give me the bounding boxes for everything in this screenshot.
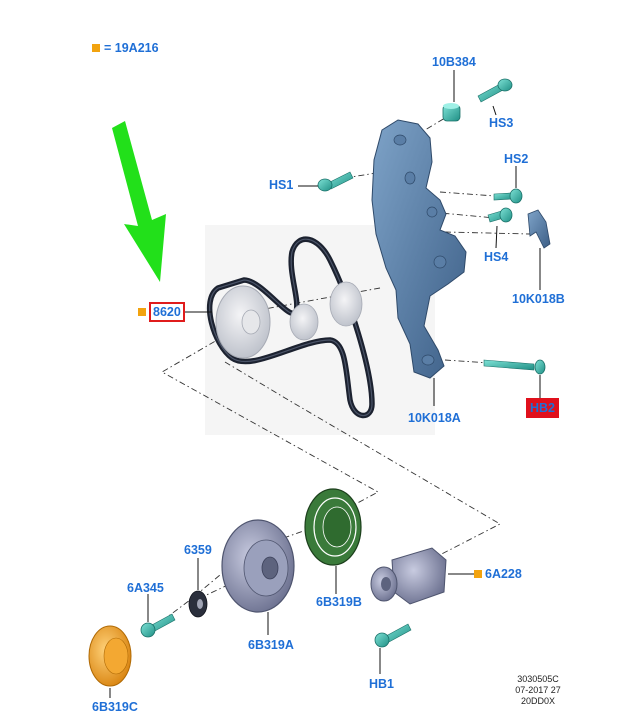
pulley-6b319a-icon — [221, 519, 295, 613]
label-6a228: 6A228 — [485, 567, 522, 581]
label-hb2: HB2 — [526, 398, 560, 418]
bolt-hs2-icon — [493, 188, 523, 204]
label-6359: 6359 — [184, 543, 212, 557]
pulley-6b319c-icon — [88, 625, 132, 687]
bolt-6a345-icon — [140, 613, 176, 638]
marker-8620 — [138, 308, 146, 316]
bolt-hs1-icon — [317, 171, 354, 192]
bolt-hs4-icon — [487, 207, 513, 223]
seal-6b319b-icon — [304, 488, 362, 566]
bolt-hs3-icon — [477, 78, 513, 103]
washer-6359-icon — [188, 590, 208, 618]
clip-10k018b-icon — [527, 209, 551, 249]
label-8620: 8620 — [149, 302, 185, 322]
reference-line-2: 07-2017 27 — [515, 685, 561, 695]
label-hs1: HS1 — [269, 178, 294, 192]
legend: = 19A216 — [92, 41, 159, 55]
reference-code: 3030505C 07-2017 27 20DD0X — [508, 674, 568, 707]
green-arrow-icon — [112, 121, 166, 282]
ghost-pulleys — [215, 281, 363, 359]
label-6b319b: 6B319B — [316, 595, 362, 609]
label-hs4: HS4 — [484, 250, 509, 264]
reference-line-3: 20DD0X — [520, 696, 556, 706]
label-6a345: 6A345 — [127, 581, 164, 595]
bracket-10k018a-icon — [371, 119, 467, 379]
nut-10b384-icon — [442, 103, 461, 122]
label-hs3: HS3 — [489, 116, 514, 130]
label-10k018b: 10K018B — [512, 292, 565, 306]
label-6b319a: 6B319A — [248, 638, 294, 652]
label-6b319c: 6B319C — [92, 700, 138, 714]
label-hs2: HS2 — [504, 152, 529, 166]
bolt-hb1-icon — [374, 623, 412, 648]
label-hb1: HB1 — [369, 677, 395, 691]
bracket-holes — [393, 134, 447, 366]
legend-marker — [92, 44, 100, 52]
label-10b384: 10B384 — [432, 55, 476, 69]
tensioner-6a228-icon — [370, 547, 447, 605]
reference-line-1: 3030505C — [517, 674, 559, 684]
label-10k018a: 10K018A — [408, 411, 461, 425]
marker-6a228 — [474, 570, 482, 578]
belt-8620-icon — [206, 236, 375, 419]
bolt-hb2-icon — [483, 359, 546, 375]
legend-text: = 19A216 — [104, 41, 159, 55]
